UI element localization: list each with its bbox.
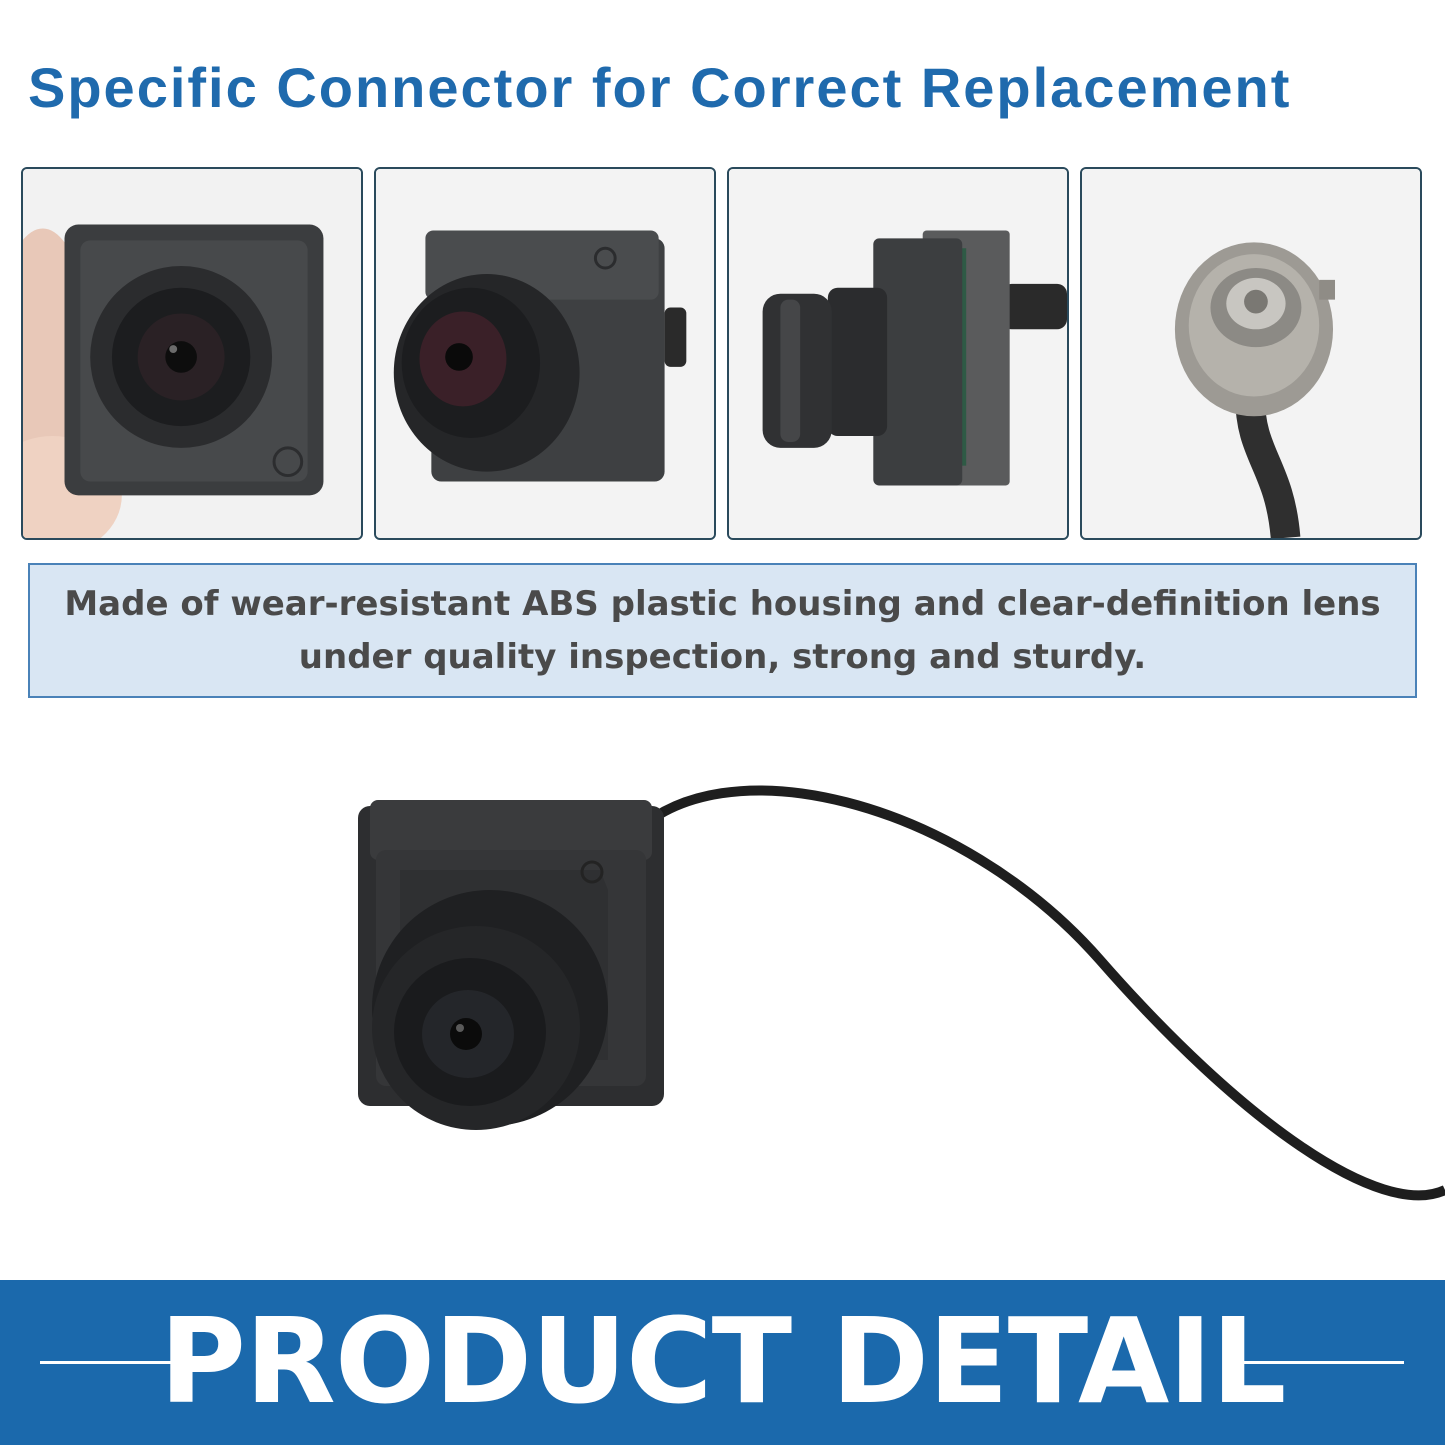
page-headline: Specific Connector for Correct Replaceme…	[28, 56, 1292, 119]
camera-hero-photo	[358, 785, 1445, 1201]
feature-caption-box: Made of wear-resistant ABS plastic housi…	[28, 563, 1417, 698]
gallery-panel-front	[21, 167, 363, 540]
banner-rule-left	[40, 1361, 202, 1364]
gallery-panel-connector	[1080, 167, 1422, 540]
camera-front-held-photo	[23, 169, 361, 538]
camera-side-photo	[729, 169, 1067, 538]
camera-angled-photo	[376, 169, 714, 538]
caption-line-1: Made of wear-resistant ABS plastic housi…	[64, 583, 1381, 624]
banner-rule-right	[1228, 1361, 1404, 1364]
caption-line-2: under quality inspection, strong and stu…	[298, 636, 1147, 677]
banner-title: PRODUCT DETAIL	[159, 1292, 1287, 1430]
gallery-panel-side	[727, 167, 1069, 540]
connector-end-photo	[1082, 169, 1420, 538]
feature-caption: Made of wear-resistant ABS plastic housi…	[64, 578, 1380, 684]
gallery-panel-angled	[374, 167, 716, 540]
product-detail-banner: PRODUCT DETAIL	[0, 1280, 1445, 1445]
